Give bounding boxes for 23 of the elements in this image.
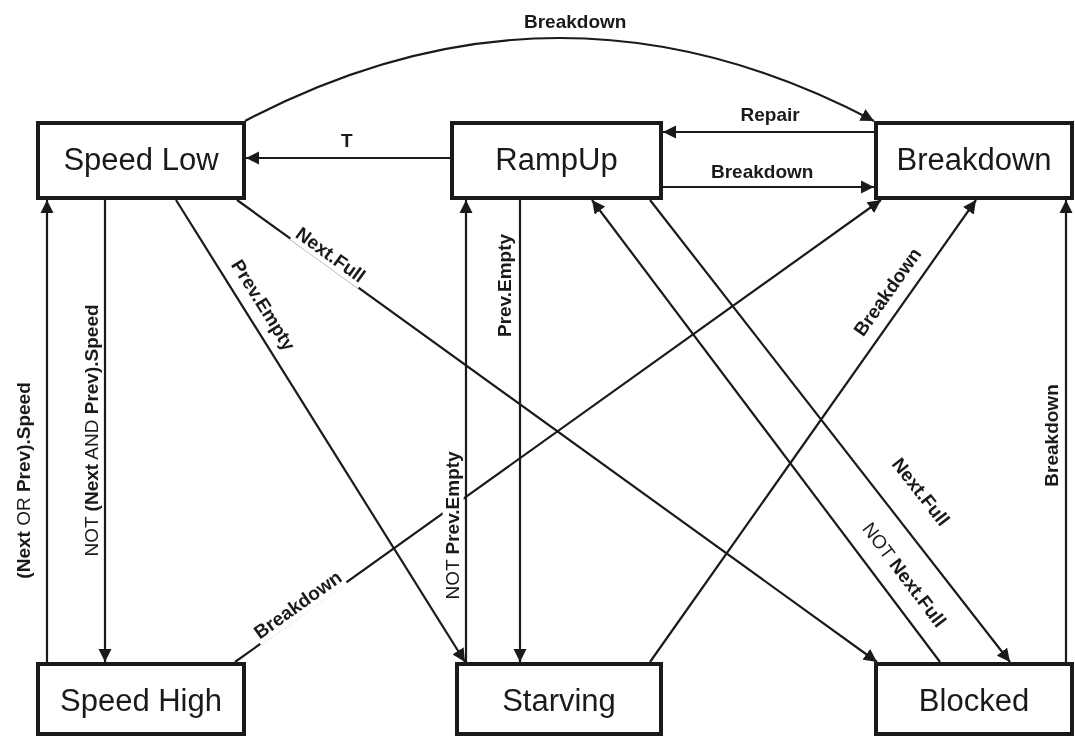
state-name: Breakdown [896,142,1052,178]
arrow [98,200,112,662]
arrow [663,125,874,139]
state-box [450,121,663,200]
arrow [591,199,941,663]
arrow [40,200,54,662]
state-box [455,662,663,736]
state-name: Blocked [918,683,1030,719]
state-box [36,121,246,200]
state-box [874,662,1074,736]
state-name: Speed High [60,683,222,719]
arrow [1059,200,1073,662]
state-name: Speed Low [63,142,219,178]
state-box [36,662,246,736]
arrow [246,151,450,165]
state-name: Starving [502,683,616,719]
arrow [244,37,875,122]
arrow [513,200,527,662]
arrow [175,199,466,663]
state-box [874,121,1074,200]
arrow [663,180,874,194]
arrow [459,200,473,662]
state-name: RampUp [495,142,618,178]
